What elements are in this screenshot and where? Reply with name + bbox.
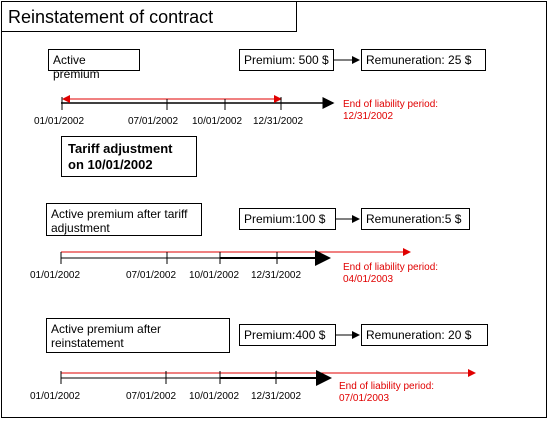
- remuneration-box-1: Remuneration: 25 $: [361, 49, 486, 71]
- end-of-liability-label-1: End of liability period: 12/31/2002: [343, 99, 438, 123]
- date-label: 01/01/2002: [30, 391, 81, 402]
- date-label: 07/01/2002: [126, 391, 177, 402]
- premium-box-1: Premium: 500 $: [239, 49, 334, 71]
- section2-label-line1: Active premium after tariff: [51, 207, 188, 221]
- premium-label-2: Premium:100 $: [244, 212, 326, 226]
- end-of-liability-label-2: End of liability period: 04/01/2003: [343, 262, 438, 286]
- active-premium-box: Active premium: [48, 49, 140, 81]
- end-of-liability-line1: End of liability period:: [343, 99, 439, 110]
- active-premium-label: Active premium: [53, 53, 100, 81]
- date-label: 10/01/2002: [192, 116, 243, 127]
- remuneration-box-3: Remuneration: 20 $: [361, 324, 488, 346]
- tariff-line1: Tariff adjustment: [68, 141, 173, 156]
- date-label: 10/01/2002: [189, 270, 240, 281]
- end-of-liability-line2: 04/01/2003: [343, 274, 394, 285]
- active-premium-after-tariff-box: Active premium after tariff adjustment: [46, 203, 202, 236]
- end-of-liability-line2: 07/01/2003: [339, 393, 390, 404]
- section3-label-line1: Active premium after: [51, 322, 162, 336]
- remuneration-label-3: Remuneration: 20 $: [366, 328, 472, 342]
- remuneration-label-2: Remuneration:5 $: [366, 212, 462, 226]
- end-of-liability-line2: 12/31/2002: [343, 111, 394, 122]
- slide-title: Reinstatement of contract: [1, 1, 297, 32]
- date-label: 12/31/2002: [251, 391, 302, 402]
- premium-box-3: Premium:400 $: [239, 324, 336, 346]
- date-label: 07/01/2002: [128, 116, 179, 127]
- date-label: 10/01/2002: [189, 391, 240, 402]
- premium-label-3: Premium:400 $: [244, 328, 326, 342]
- end-of-liability-line1: End of liability period:: [343, 262, 439, 273]
- end-of-liability-line1: End of liability period:: [339, 381, 435, 392]
- tariff-adjustment-box: Tariff adjustment on 10/01/2002: [61, 136, 197, 177]
- remuneration-label-1: Remuneration: 25 $: [366, 53, 472, 67]
- active-premium-after-reinstatement-box: Active premium after reinstatement: [46, 318, 230, 353]
- remuneration-box-2: Remuneration:5 $: [361, 208, 470, 230]
- date-label: 12/31/2002: [253, 116, 304, 127]
- date-label: 07/01/2002: [126, 270, 177, 281]
- premium-label-1: Premium: 500 $: [244, 53, 329, 67]
- section2-label-line2: adjustment: [51, 221, 110, 235]
- date-label: 01/01/2002: [34, 116, 85, 127]
- end-of-liability-label-3: End of liability period: 07/01/2003: [339, 381, 434, 405]
- premium-box-2: Premium:100 $: [239, 208, 336, 230]
- tariff-line2: on 10/01/2002: [68, 157, 153, 172]
- date-label: 12/31/2002: [251, 270, 302, 281]
- section3-label-line2: reinstatement: [51, 336, 124, 350]
- date-label: 01/01/2002: [30, 270, 81, 281]
